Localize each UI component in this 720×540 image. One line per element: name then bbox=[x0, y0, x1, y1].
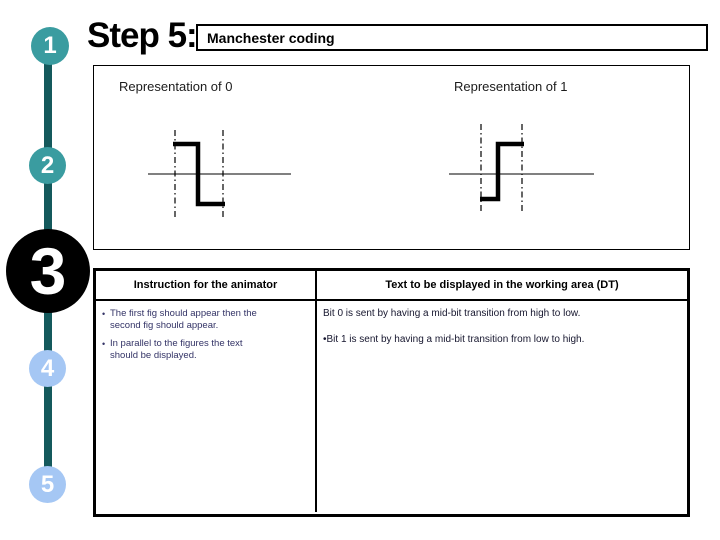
list-item: • The first fig should appear then the s… bbox=[102, 308, 305, 332]
page-title: Step 5: bbox=[87, 16, 198, 55]
timeline-step-2-number: 2 bbox=[40, 151, 55, 179]
waveform-bit1-diagram bbox=[449, 124, 594, 213]
timeline-step-1: 1 bbox=[31, 27, 69, 65]
instruction-text-2: In parallel to the figures the text shou… bbox=[110, 338, 243, 361]
table-body-row: • The first fig should appear then the s… bbox=[96, 301, 687, 512]
waveform-bit0-diagram bbox=[148, 130, 291, 218]
timeline-step-5-number: 5 bbox=[40, 470, 55, 498]
animator-instruction-table: Instruction for the animator Text to be … bbox=[93, 268, 690, 517]
manchester-waveforms-drawing bbox=[148, 124, 594, 218]
timeline-step-3-current: 3 bbox=[6, 229, 90, 313]
display-text-bit1: •Bit 1 is sent by having a mid-bit trans… bbox=[323, 334, 585, 345]
table-header-display-text: Text to be displayed in the working area… bbox=[385, 279, 619, 291]
bit0-signal-high-to-low bbox=[173, 141, 225, 207]
table-header-instruction: Instruction for the animator bbox=[96, 271, 317, 299]
bit1-signal-low-to-high bbox=[480, 141, 524, 202]
timeline-step-4: 4 bbox=[29, 350, 66, 387]
bullet-icon: • bbox=[102, 309, 106, 319]
instruction-text-1: The first fig should appear then the sec… bbox=[110, 308, 257, 331]
bullet-icon: • bbox=[102, 339, 106, 349]
list-item: • In parallel to the figures the text sh… bbox=[102, 338, 305, 362]
timeline-step-3-number: 3 bbox=[29, 234, 67, 308]
representation-0-label: Representation of 0 bbox=[119, 79, 233, 94]
timeline-step-5: 5 bbox=[29, 466, 66, 503]
timeline-step-4-number: 4 bbox=[40, 354, 55, 382]
table-header-row: Instruction for the animator Text to be … bbox=[96, 271, 687, 301]
instruction-cell: • The first fig should appear then the s… bbox=[96, 301, 317, 512]
topic-title: Manchester coding bbox=[207, 29, 335, 46]
display-text-bit0: Bit 0 is sent by having a mid-bit transi… bbox=[323, 308, 581, 319]
representation-1-label: Representation of 1 bbox=[454, 79, 568, 94]
display-text-cell: Bit 0 is sent by having a mid-bit transi… bbox=[317, 301, 687, 512]
timeline-step-2: 2 bbox=[29, 147, 66, 184]
topic-title-box: Manchester coding bbox=[196, 24, 708, 51]
waveform-figure-panel: Representation of 0 Representation of 1 bbox=[93, 65, 690, 250]
timeline-step-1-number: 1 bbox=[43, 32, 57, 59]
